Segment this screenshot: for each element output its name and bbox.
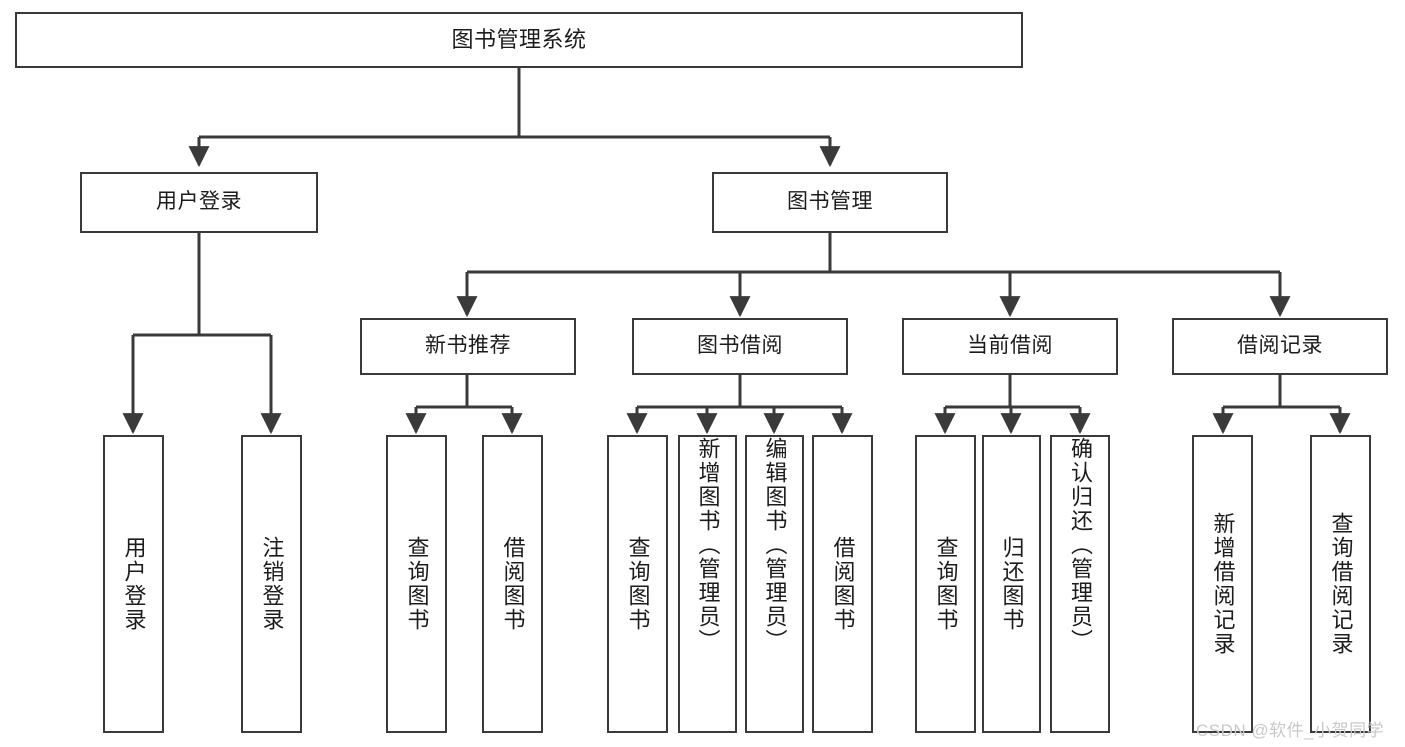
- leaf-add-borrow-record-label: 新增借阅记录: [1210, 512, 1236, 656]
- node-root[interactable]: 图书管理系统: [15, 12, 1023, 68]
- node-book-management[interactable]: 图书管理: [712, 172, 948, 233]
- leaf-add-book-admin-label: 新增图书（管理员）: [695, 437, 721, 653]
- leaf-user-login-label: 用户登录: [121, 536, 147, 632]
- leaf-logout-label: 注销登录: [259, 536, 285, 632]
- node-borrow-record[interactable]: 借阅记录: [1172, 318, 1388, 375]
- leaf-query-borrow-record[interactable]: 查询借阅记录: [1310, 435, 1371, 733]
- leaf-logout[interactable]: 注销登录: [241, 435, 302, 733]
- leaf-borrow-book-borrow-label: 借阅图书: [830, 536, 856, 632]
- node-borrow-record-label: 借阅记录: [1237, 334, 1323, 358]
- leaf-return-book[interactable]: 归还图书: [982, 435, 1041, 733]
- node-new-book-recommend-label: 新书推荐: [425, 334, 511, 358]
- csdn-watermark: CSDN @软件_小贺同学: [1196, 721, 1385, 740]
- leaf-confirm-return-admin-label: 确认归还（管理员）: [1068, 437, 1093, 653]
- leaf-query-book-borrow[interactable]: 查询图书: [607, 435, 668, 733]
- leaf-query-book-newbook[interactable]: 查询图书: [386, 435, 447, 733]
- leaf-query-book-current[interactable]: 查询图书: [915, 435, 976, 733]
- leaf-confirm-return-admin[interactable]: 确认归还（管理员）: [1050, 435, 1110, 733]
- node-book-borrow[interactable]: 图书借阅: [632, 318, 848, 375]
- node-user-login-label: 用户登录: [156, 190, 242, 214]
- leaf-borrow-book-newbook-label: 借阅图书: [500, 536, 526, 632]
- node-new-book-recommend[interactable]: 新书推荐: [360, 318, 576, 375]
- leaf-borrow-book-borrow[interactable]: 借阅图书: [812, 435, 873, 733]
- leaf-edit-book-admin-label: 编辑图书（管理员）: [762, 437, 788, 653]
- leaf-query-book-current-label: 查询图书: [933, 536, 959, 632]
- node-user-login[interactable]: 用户登录: [80, 172, 318, 233]
- node-current-borrow-label: 当前借阅: [967, 334, 1053, 358]
- leaf-add-book-admin[interactable]: 新增图书（管理员）: [678, 435, 737, 733]
- leaf-borrow-book-newbook[interactable]: 借阅图书: [482, 435, 543, 733]
- node-current-borrow[interactable]: 当前借阅: [902, 318, 1118, 375]
- leaf-query-book-newbook-label: 查询图书: [404, 536, 430, 632]
- leaf-query-book-borrow-label: 查询图书: [625, 536, 651, 632]
- node-book-borrow-label: 图书借阅: [697, 334, 783, 358]
- leaf-user-login[interactable]: 用户登录: [103, 435, 164, 733]
- node-book-management-label: 图书管理: [787, 190, 873, 214]
- leaf-add-borrow-record[interactable]: 新增借阅记录: [1192, 435, 1253, 733]
- leaf-return-book-label: 归还图书: [999, 536, 1025, 632]
- leaf-edit-book-admin[interactable]: 编辑图书（管理员）: [745, 435, 804, 733]
- leaf-query-borrow-record-label: 查询借阅记录: [1328, 512, 1354, 656]
- node-root-label: 图书管理系统: [451, 27, 587, 53]
